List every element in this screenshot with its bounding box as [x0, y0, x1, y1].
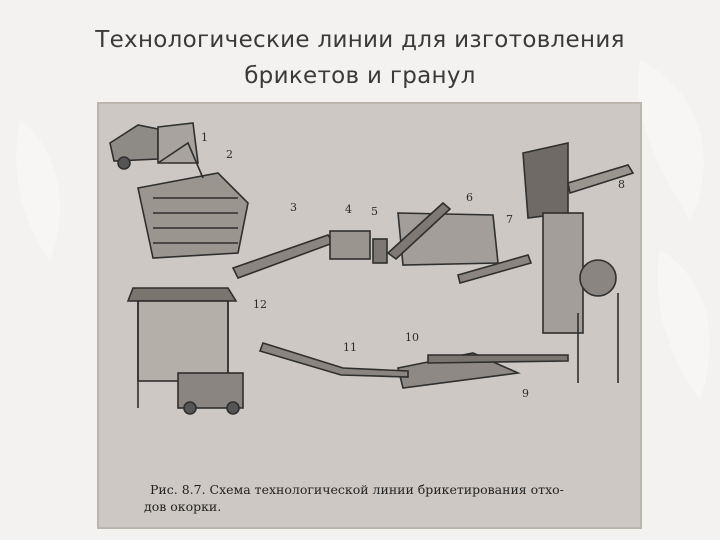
- figure-photo: 1 2 3 4 5 6 7 8 9 10 11 12 Рис. 8.7. Схе…: [98, 103, 641, 528]
- label-11: 11: [343, 341, 357, 354]
- label-12: 12: [253, 298, 267, 311]
- line-diagram: 1 2 3 4 5 6 7 8 9 10 11 12: [98, 103, 641, 528]
- label-8: 8: [618, 178, 625, 191]
- label-1: 1: [201, 131, 208, 144]
- press-9-10-shape: [397, 352, 569, 389]
- label-7: 7: [506, 213, 513, 226]
- truck-1-shape: [109, 122, 199, 170]
- label-2: 2: [226, 148, 233, 161]
- conveyor-11-shape: [258, 342, 409, 378]
- slide-title: Технологические линии для изготовления б…: [0, 22, 720, 94]
- label-10: 10: [405, 331, 419, 344]
- caption-line-1: Рис. 8.7. Схема технологической линии бр…: [150, 482, 564, 497]
- caption-line-2: дов окорки.: [144, 499, 222, 514]
- tower-8-shape: [522, 142, 635, 383]
- label-3: 3: [290, 201, 297, 214]
- slide-title-line-1: Технологические линии для изготовления: [95, 27, 625, 53]
- label-5: 5: [371, 205, 378, 218]
- label-9: 9: [522, 387, 529, 400]
- label-4: 4: [345, 203, 352, 216]
- shed-12-shape: [126, 287, 244, 415]
- slide-title-line-2: брикетов и гранул: [244, 63, 476, 89]
- label-6: 6: [466, 191, 473, 204]
- hopper-2-shape: [137, 141, 249, 259]
- crusher-4-5-shape: [329, 230, 388, 264]
- conveyor-7-shape: [457, 254, 533, 284]
- figure-caption: Рис. 8.7. Схема технологической линии бр…: [144, 481, 620, 515]
